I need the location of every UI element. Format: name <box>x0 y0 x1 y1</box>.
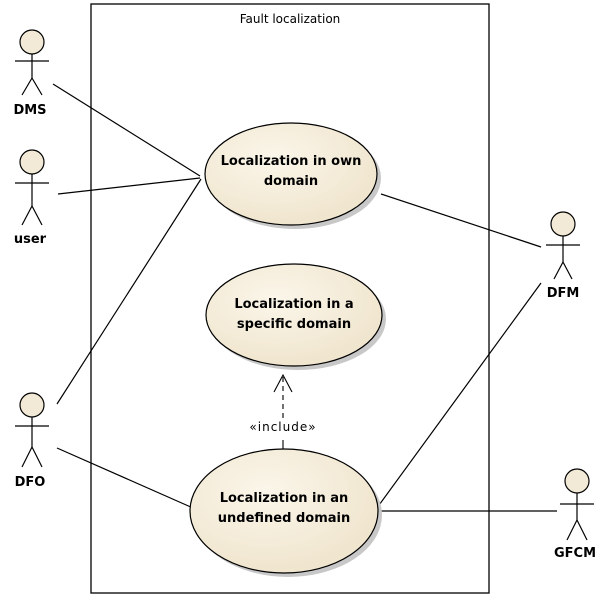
actor-dfm-head <box>550 211 576 237</box>
assoc-undefined-domain-dfm <box>373 282 542 513</box>
actor-dfo-label: DFO <box>15 475 46 490</box>
assoc-dms-own-domain <box>52 83 201 177</box>
use-case-own-domain-line1: Localization in own <box>221 154 362 169</box>
actor-dms-head <box>19 29 45 55</box>
actor-gfcm-head <box>564 468 590 494</box>
actor-dms[interactable]: DMS <box>13 29 49 118</box>
actor-user[interactable]: user <box>14 149 49 247</box>
assoc-dfo-own-domain <box>56 178 202 405</box>
include-dependency: «include» <box>249 373 316 449</box>
associations <box>52 83 557 513</box>
use-case-specific-domain-line1: Localization in a <box>234 297 353 312</box>
actor-gfcm[interactable]: GFCM <box>554 468 596 561</box>
use-case-own-domain[interactable]: Localization in own domain <box>204 122 381 229</box>
assoc-dfo-undefined-domain <box>56 447 194 509</box>
include-arrowhead <box>273 373 293 393</box>
system-title: Fault localization <box>240 12 341 26</box>
actor-dfm[interactable]: DFM <box>546 211 580 301</box>
actor-dfo[interactable]: DFO <box>15 392 49 490</box>
use-case-undefined-domain-line1: Localization in an <box>220 491 349 506</box>
actor-gfcm-label: GFCM <box>554 546 596 561</box>
use-case-specific-domain[interactable]: Localization in a specific domain <box>205 263 386 370</box>
actor-dfm-label: DFM <box>547 286 580 301</box>
include-label: «include» <box>249 420 316 434</box>
actor-user-head <box>19 149 45 175</box>
assoc-own-domain-dfm <box>380 193 542 248</box>
actor-user-label: user <box>14 232 47 247</box>
actor-dfo-head <box>19 392 45 418</box>
use-case-specific-domain-line2: specific domain <box>237 317 351 332</box>
assoc-user-own-domain <box>57 177 201 195</box>
use-case-undefined-domain-line2: undefined domain <box>218 511 350 526</box>
system-boundary: Fault localization <box>90 3 490 594</box>
actor-dms-label: DMS <box>13 103 46 118</box>
use-case-own-domain-line2: domain <box>264 174 318 189</box>
use-case-undefined-domain[interactable]: Localization in an undefined domain <box>189 448 382 577</box>
